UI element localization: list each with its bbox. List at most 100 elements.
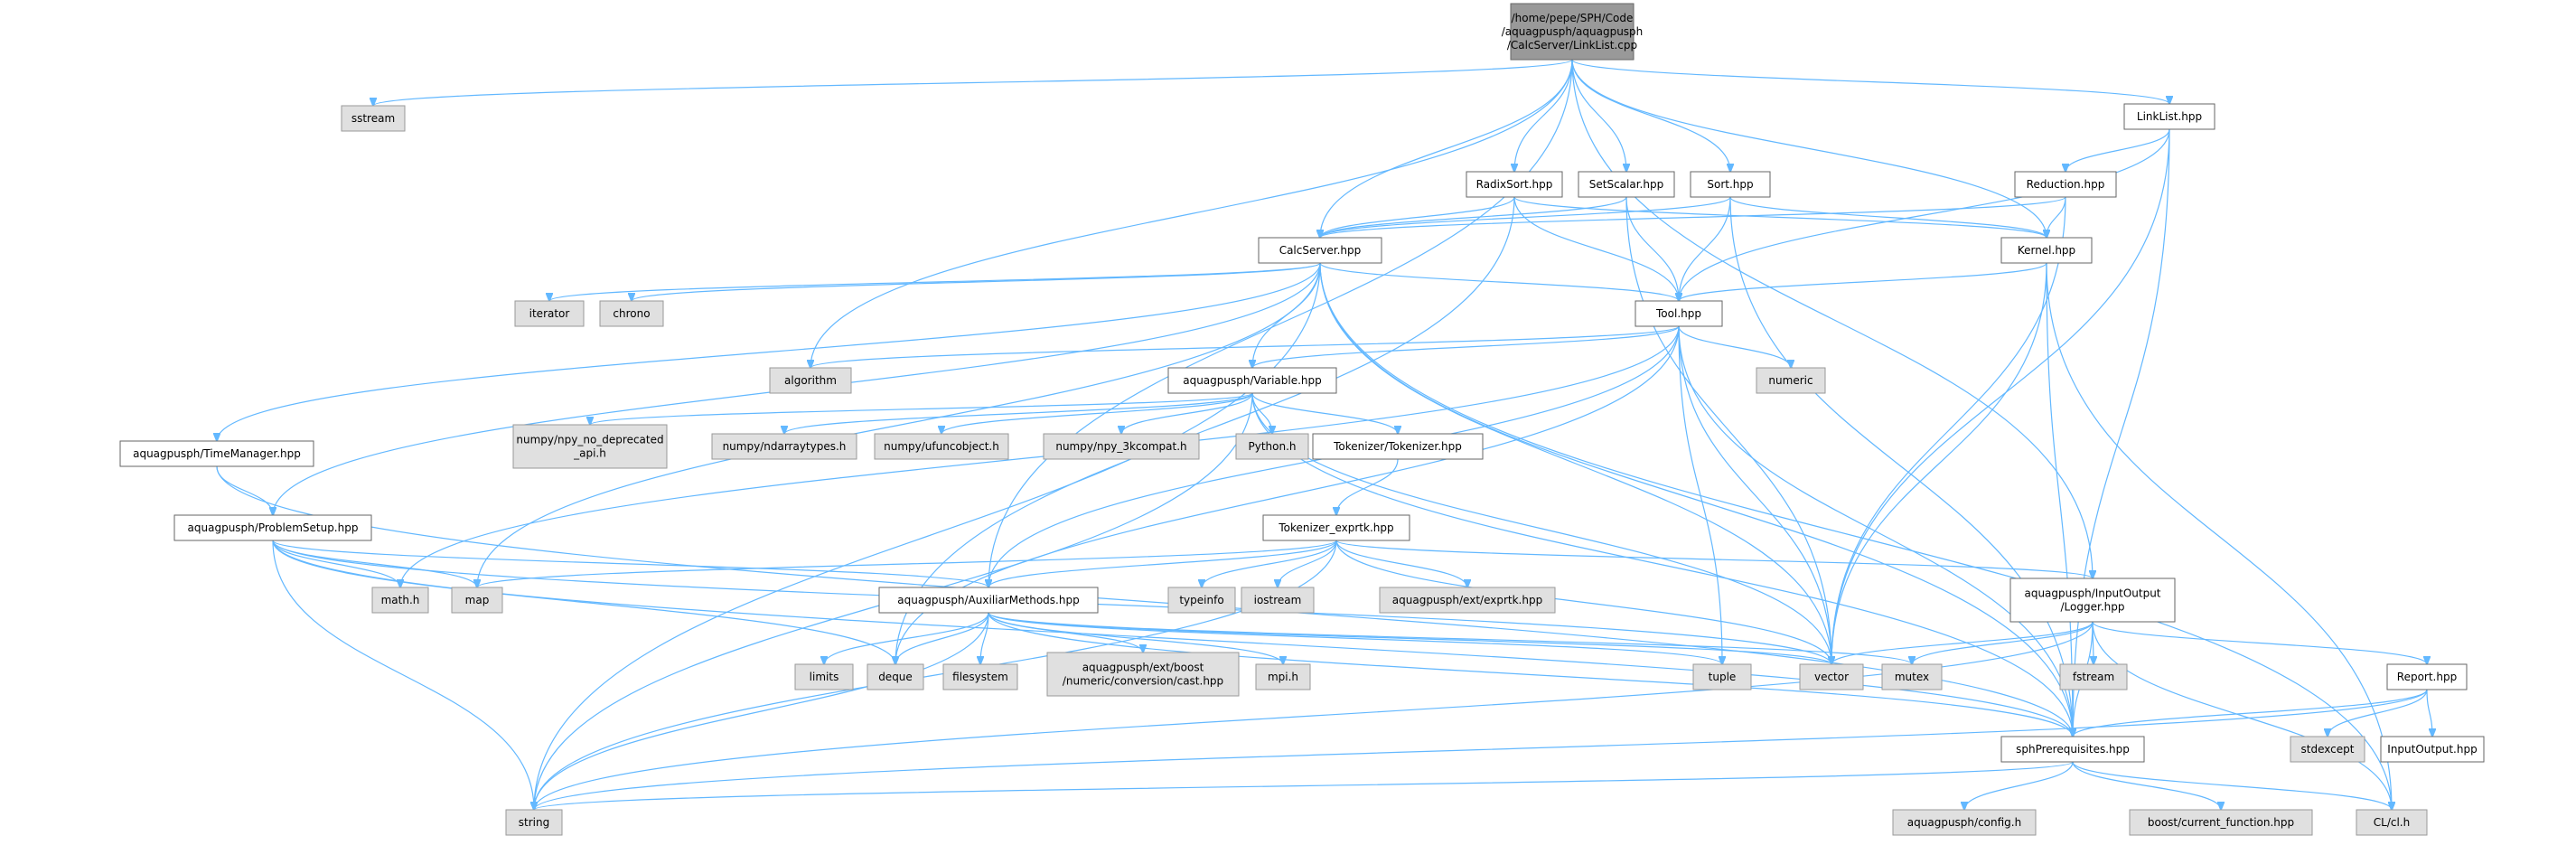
node-mpih: mpi.h <box>1255 663 1311 690</box>
node-ndarraytypes: numpy/ndarraytypes.h <box>711 433 857 460</box>
node-auxiliar[interactable]: aquagpusph/AuxiliarMethods.hpp <box>878 587 1099 614</box>
nodes-layer: /home/pepe/SPH/Code/aquagpusph/aquagpusp… <box>119 3 2485 836</box>
edge-tool-to-tuple <box>1678 325 1722 664</box>
node-root[interactable]: /home/pepe/SPH/Code/aquagpusph/aquagpusp… <box>1502 3 1644 61</box>
node-setscalar-box <box>1578 171 1675 198</box>
node-reduction-box <box>2014 171 2117 198</box>
node-tuple-label-line-0: tuple <box>1709 671 1737 683</box>
node-variable[interactable]: aquagpusph/Variable.hpp <box>1167 367 1337 394</box>
edge-root-to-calcserver <box>1320 59 1573 238</box>
edge-problemsetup-to-string <box>272 540 534 810</box>
edge-root-to-sstream <box>373 59 1573 106</box>
node-ufuncobject: numpy/ufuncobject.h <box>874 433 1009 460</box>
node-sort[interactable]: Sort.hpp <box>1690 171 1771 198</box>
node-logger-label-line-0: aquagpusph/InputOutput <box>2024 587 2160 600</box>
node-exprtk: aquagpusph/ext/exprtk.hpp <box>1379 587 1556 614</box>
node-report-box <box>2386 663 2468 690</box>
node-filesystem-label-line-0: filesystem <box>952 671 1008 683</box>
node-tokenizer[interactable]: Tokenizer/Tokenizer.hpp <box>1312 433 1484 460</box>
edge-tokexprtk-to-auxiliar <box>988 540 1337 587</box>
edge-sphprereq-to-config <box>1964 761 2074 810</box>
node-tool-label-line-0: Tool.hpp <box>1655 307 1701 320</box>
node-reduction[interactable]: Reduction.hpp <box>2014 171 2117 198</box>
edge-reduction-to-calcserver <box>1320 196 2066 238</box>
edge-problemsetup-to-auxiliar <box>272 540 988 587</box>
node-setscalar[interactable]: SetScalar.hpp <box>1578 171 1675 198</box>
edge-problemsetup-to-deque <box>272 540 895 664</box>
node-linklist[interactable]: LinkList.hpp <box>2123 103 2215 130</box>
edge-variable-to-npy3k <box>1121 392 1253 434</box>
edge-tokexprtk-to-exprtk <box>1335 540 1467 587</box>
node-sphprereq-box <box>2000 736 2145 763</box>
edge-auxiliar-to-deque <box>895 612 989 664</box>
edge-auxiliar-to-limits <box>824 612 989 664</box>
edge-sphprereq-to-boostcf <box>2072 761 2221 810</box>
node-ndarraytypes-box <box>711 433 857 460</box>
node-iterator: iterator <box>514 300 585 327</box>
node-logger-label-line-1: /Logger.hpp <box>2061 601 2125 614</box>
node-radixsort[interactable]: RadixSort.hpp <box>1466 171 1563 198</box>
node-deque-box <box>866 663 924 690</box>
node-sort-label-line-0: Sort.hpp <box>1707 178 1753 191</box>
node-sphprereq[interactable]: sphPrerequisites.hpp <box>2000 736 2145 763</box>
edge-problemsetup-to-sphprereq <box>272 540 2073 737</box>
node-python-box <box>1235 433 1309 460</box>
edge-root-to-algorithm <box>810 59 1573 368</box>
edge-calcserver-to-iterator <box>549 262 1321 301</box>
node-exprtk-box <box>1379 587 1556 614</box>
node-boostcast-box <box>1046 652 1240 697</box>
node-timemanager-label-line-0: aquagpusph/TimeManager.hpp <box>133 447 301 460</box>
node-variable-label-line-0: aquagpusph/Variable.hpp <box>1183 374 1322 387</box>
node-algorithm: algorithm <box>769 367 852 394</box>
node-calcserver-label-line-0: CalcServer.hpp <box>1279 244 1362 257</box>
edge-sphprereq-to-clh <box>2072 761 2392 810</box>
node-tool[interactable]: Tool.hpp <box>1635 300 1723 327</box>
node-numeric: numeric <box>1756 367 1826 394</box>
node-npy3k-box <box>1043 433 1200 460</box>
node-string-label-line-0: string <box>519 816 549 829</box>
node-deque-label-line-0: deque <box>878 671 913 683</box>
node-root-box <box>1510 3 1635 61</box>
node-timemanager[interactable]: aquagpusph/TimeManager.hpp <box>119 440 314 467</box>
node-config-label-line-0: aquagpusph/config.h <box>1907 816 2021 829</box>
node-problemsetup[interactable]: aquagpusph/ProblemSetup.hpp <box>173 514 372 541</box>
node-setscalar-label-line-0: SetScalar.hpp <box>1589 178 1663 191</box>
edge-calcserver-to-clh <box>1319 262 2392 810</box>
node-string-box <box>505 809 563 836</box>
edge-auxiliar-to-sphprereq <box>988 612 2073 737</box>
node-report-label-line-0: Report.hpp <box>2397 671 2457 683</box>
node-tokexprtk-label-line-0: Tokenizer_exprtk.hpp <box>1278 521 1393 534</box>
edge-calcserver-to-sphprereq <box>1319 262 2073 737</box>
node-inputoutput-box <box>2380 736 2485 763</box>
node-radixsort-box <box>1466 171 1563 198</box>
edge-calcserver-to-map <box>477 262 1321 587</box>
edge-tokenizer-to-tokexprtk <box>1336 458 1399 515</box>
edge-tool-to-mathh <box>400 325 1680 587</box>
node-mathh-label-line-0: math.h <box>381 594 420 606</box>
edge-linklist-to-tool <box>1679 128 2170 301</box>
edge-kernel-to-clh <box>2046 262 2392 810</box>
node-sphprereq-label-line-0: sphPrerequisites.hpp <box>2016 743 2130 756</box>
edge-calcserver-to-chrono <box>632 262 1321 301</box>
node-iterator-label-line-0: iterator <box>529 307 570 320</box>
node-logger[interactable]: aquagpusph/InputOutput/Logger.hpp <box>2009 578 2176 623</box>
node-kernel[interactable]: Kernel.hpp <box>2000 237 2093 264</box>
node-tokexprtk[interactable]: Tokenizer_exprtk.hpp <box>1262 514 1410 541</box>
node-inputoutput[interactable]: InputOutput.hpp <box>2380 736 2485 763</box>
edge-radixsort-to-tool <box>1513 196 1679 301</box>
node-fstream: fstream <box>2059 663 2128 690</box>
node-numeric-box <box>1756 367 1826 394</box>
node-reduction-label-line-0: Reduction.hpp <box>2027 178 2105 191</box>
node-npy_nodep: numpy/npy_no_deprecated_api.h <box>512 424 668 469</box>
edge-calcserver-to-tool <box>1319 262 1679 301</box>
node-report[interactable]: Report.hpp <box>2386 663 2468 690</box>
edge-tool-to-algorithm <box>810 325 1680 368</box>
edge-kernel-to-tool <box>1679 262 2047 301</box>
node-limits: limits <box>794 663 854 690</box>
node-limits-label-line-0: limits <box>810 671 839 683</box>
node-typeinfo-label-line-0: typeinfo <box>1179 594 1223 606</box>
node-problemsetup-label-line-0: aquagpusph/ProblemSetup.hpp <box>188 521 359 534</box>
node-calcserver[interactable]: CalcServer.hpp <box>1258 237 1382 264</box>
node-chrono-box <box>599 300 664 327</box>
node-mutex-label-line-0: mutex <box>1895 671 1929 683</box>
